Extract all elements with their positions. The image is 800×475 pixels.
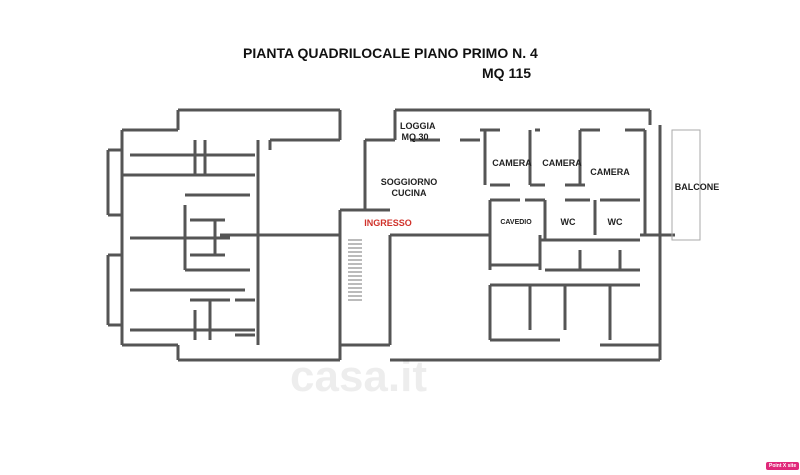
plan-title: PIANTA QUADRILOCALE PIANO PRIMO N. 4 bbox=[243, 45, 538, 61]
room-wc-1: WC bbox=[560, 217, 576, 227]
room-ingresso: INGRESSO bbox=[364, 218, 412, 228]
room-wc-2: WC bbox=[607, 217, 623, 227]
badge: Point X site bbox=[766, 462, 800, 470]
room-camera-1: CAMERA bbox=[492, 158, 532, 168]
room-label: CUCINA bbox=[391, 188, 427, 198]
room-balcone: BALCONE bbox=[674, 182, 720, 192]
room-cavedio: CAVEDIO bbox=[500, 219, 532, 226]
balcony-outline bbox=[671, 129, 701, 241]
room-label: LOGGIA bbox=[400, 121, 436, 131]
room-camera-3: CAMERA bbox=[590, 167, 630, 177]
room-area: MQ 30 bbox=[401, 132, 429, 142]
watermark: casa.it bbox=[290, 352, 427, 401]
plan-area: MQ 115 bbox=[482, 65, 532, 81]
room-label: SOGGIORNO bbox=[380, 177, 438, 187]
room-camera-2: CAMERA bbox=[542, 158, 582, 168]
